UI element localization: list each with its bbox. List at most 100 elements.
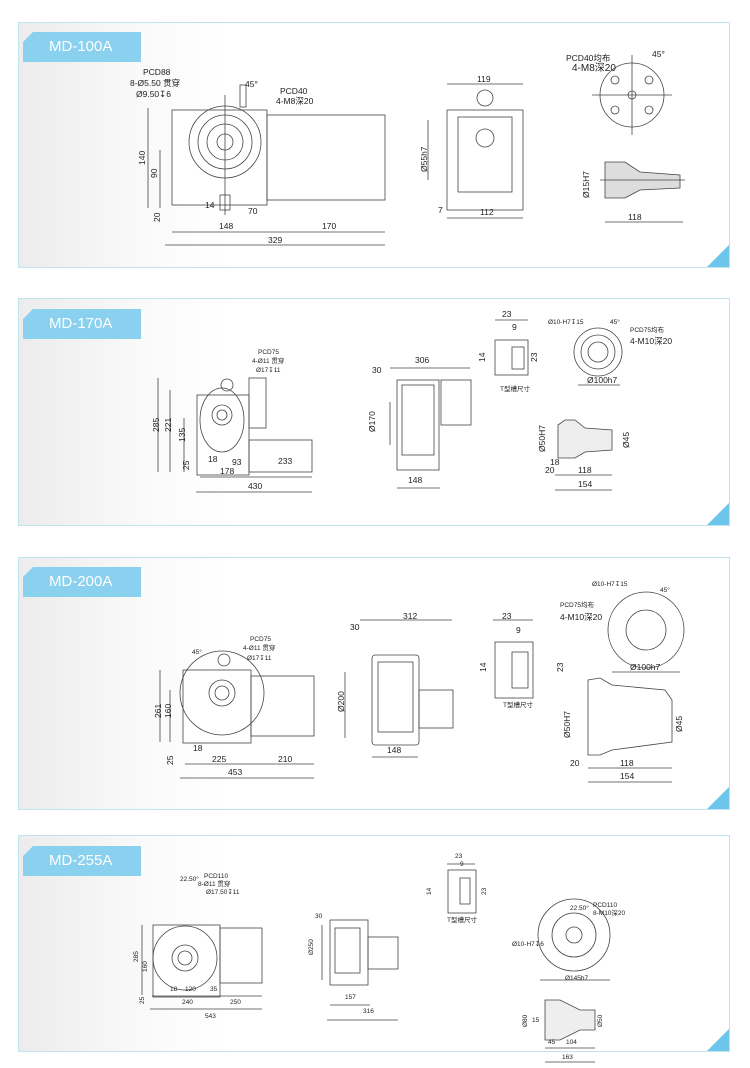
md-255a-tslot-view — [447, 863, 477, 914]
corner-accent — [707, 787, 729, 809]
dim: 23 — [555, 662, 565, 672]
dim: 9 — [460, 861, 464, 868]
corner-accent — [707, 1029, 729, 1051]
dim: Ø55h7 — [419, 146, 429, 172]
md-170a-side-view — [389, 367, 472, 489]
note: 8-M10深20 — [593, 910, 626, 917]
note: Ø9.50↧6 — [136, 89, 172, 99]
dim: 14 — [426, 887, 433, 895]
note: 45° — [192, 649, 202, 656]
dim: 140 — [137, 150, 147, 165]
md-170a-front-view — [157, 377, 313, 493]
dim: 210 — [278, 754, 293, 764]
dim: 30 — [350, 622, 360, 632]
dim: 430 — [248, 481, 263, 491]
dim: 316 — [363, 1008, 374, 1015]
dim: 112 — [480, 207, 494, 217]
dim: Ø15H7 — [581, 171, 591, 198]
dim: 9 — [516, 625, 521, 635]
note: PCD40均布 — [566, 53, 611, 63]
note: PCD75 — [250, 636, 271, 643]
md-100a-flange-view — [592, 55, 672, 135]
note: 4-Ø11 贯穿 — [243, 645, 276, 652]
note: PCD75均布 — [630, 327, 664, 334]
md-200a-tslot-view — [493, 619, 534, 699]
dim: 18 — [170, 986, 178, 993]
dim: 160 — [142, 961, 149, 972]
model-tab: MD-170A — [23, 309, 141, 339]
dim: 119 — [477, 74, 491, 84]
dim: 160 — [163, 703, 173, 718]
note: Ø10-H7↧15 — [592, 581, 628, 588]
note: 4-M10深20 — [630, 336, 673, 346]
dim: 90 — [149, 168, 159, 178]
dim: 120 — [185, 986, 196, 993]
dim: 118 — [628, 212, 642, 222]
dim: 30 — [372, 365, 382, 375]
dim: 18 — [550, 457, 560, 467]
dim: 15 — [532, 1017, 540, 1024]
dim: 118 — [620, 758, 634, 768]
dim: 250 — [230, 999, 241, 1006]
note: 45° — [245, 79, 258, 89]
dim: 20 — [152, 212, 162, 222]
dim: 93 — [232, 457, 242, 467]
note: 4-M8深20 — [276, 96, 314, 106]
model-tab: MD-200A — [23, 567, 141, 597]
dim: 285 — [133, 951, 140, 962]
dim: 306 — [415, 355, 430, 365]
note: Ø10-H7↧15 — [548, 319, 584, 326]
md-100a-side-view — [427, 83, 524, 219]
dim: 170 — [322, 221, 337, 231]
dim: 261 — [153, 703, 163, 718]
dim: Ø200 — [336, 691, 346, 712]
md-200a-front-view — [159, 650, 315, 779]
dim: 148 — [408, 475, 423, 485]
dim: Ø50H7 — [537, 425, 547, 452]
dim: 18 — [193, 743, 203, 753]
corner-accent — [707, 245, 729, 267]
dim: Ø45 — [621, 431, 631, 448]
dim: 543 — [205, 1013, 216, 1020]
note: 4-Ø11 贯穿 — [252, 358, 285, 365]
note: 4-M10深20 — [560, 612, 603, 622]
md-170a-tslot-view — [494, 319, 529, 376]
note: Ø17↧11 — [256, 367, 281, 374]
md-100a-shaft-view — [600, 161, 685, 223]
dim: 23 — [529, 352, 539, 362]
dim: 14 — [477, 352, 487, 362]
note: 45° — [652, 49, 665, 59]
caption: T型槽尺寸 — [503, 702, 533, 709]
dim: 285 — [151, 417, 161, 432]
dim: Ø50 — [597, 1014, 604, 1027]
corner-accent — [707, 503, 729, 525]
dim: Ø80 — [522, 1014, 529, 1027]
md-255a-flange-view — [537, 898, 611, 981]
dim: 225 — [212, 754, 227, 764]
caption: T型槽尺寸 — [500, 386, 530, 393]
dim: 14 — [478, 662, 488, 672]
dim: Ø50H7 — [562, 711, 572, 738]
dim: 240 — [182, 999, 193, 1006]
note: 45° — [610, 319, 620, 326]
dim: 135 — [177, 427, 187, 442]
dim: 154 — [578, 479, 593, 489]
dim: 9 — [512, 322, 517, 332]
dim: Ø170 — [367, 411, 377, 432]
dim: 23 — [502, 309, 512, 319]
note: 22.50° — [570, 905, 589, 912]
dim: 23 — [455, 853, 463, 860]
dim: 157 — [345, 994, 356, 1001]
note: 8-Ø5.50 贯穿 — [130, 78, 181, 88]
note: PCD110 — [593, 902, 618, 909]
dim: 163 — [562, 1054, 573, 1061]
note: 22.50° — [180, 876, 199, 883]
dim: Ø45 — [674, 715, 684, 732]
note: Ø10-H7↧6 — [512, 941, 544, 948]
dim: 7 — [438, 205, 443, 215]
note: Ø100h7 — [587, 375, 618, 385]
note: 4-M8深20 — [572, 63, 616, 74]
dim: 70 — [248, 206, 258, 216]
dim: 23 — [502, 611, 512, 621]
